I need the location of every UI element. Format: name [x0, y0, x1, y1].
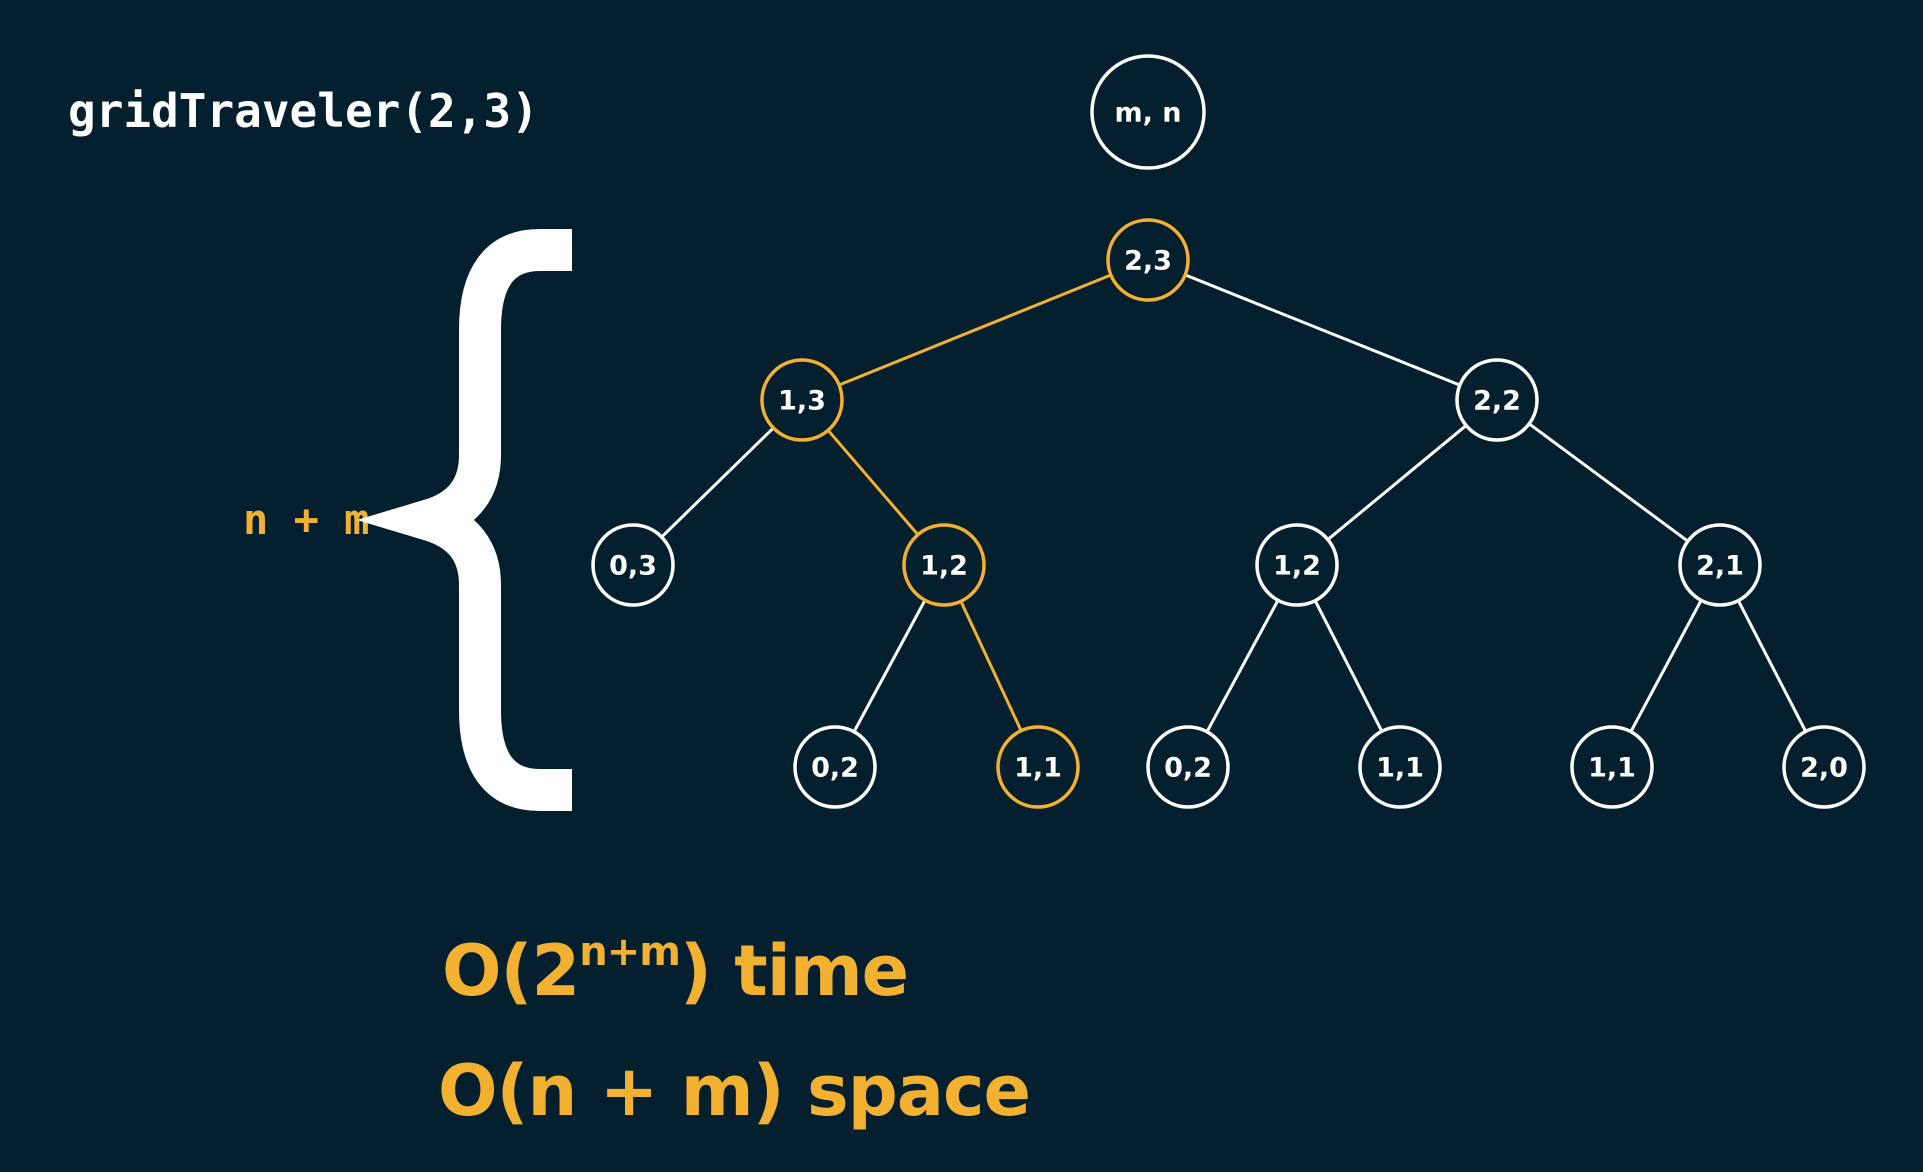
tree-edge [1313, 599, 1384, 733]
node-label: 1,2 [1273, 551, 1321, 582]
node-circle [1106, 218, 1190, 302]
node-label: 1,1 [1014, 753, 1062, 784]
tree-node-0-3: 0,3 [591, 523, 675, 607]
node-circle [1358, 725, 1442, 809]
node-circle [1146, 725, 1230, 809]
tree-node-1-1: 1,1 [1358, 725, 1442, 809]
tree-edge [1528, 422, 1689, 543]
node-label: 2,3 [1124, 246, 1172, 277]
function-call-title: gridTraveler(2,3) [68, 84, 539, 138]
node-circle [996, 725, 1080, 809]
node-circle [591, 523, 675, 607]
node-circle [760, 358, 844, 442]
time-complexity: O(2n+m) time [442, 929, 909, 1012]
node-label: 1,1 [1376, 753, 1424, 784]
node-circle [1570, 725, 1654, 809]
time-exponent: n+m [579, 929, 681, 975]
node-label: m, n [1114, 98, 1181, 129]
tree-edge [1205, 599, 1280, 733]
tree-edges [660, 273, 1808, 733]
tree-node-2-2: 2,2 [1455, 358, 1539, 442]
tree-edge [852, 599, 927, 733]
tree-edge [959, 600, 1023, 732]
node-label: 0,2 [811, 753, 859, 784]
tree-edge [1184, 273, 1461, 387]
tree-edge [1326, 424, 1468, 541]
tree-nodes: m, n 2,3 1,3 2,2 0,3 1,2 1,2 2,1 0,2 1,1 0,2 1,1 1,1… [591, 54, 1866, 809]
tree-node-0-2: 0,2 [793, 725, 877, 809]
node-label: 0,2 [1164, 753, 1212, 784]
time-prefix: O(2 [442, 930, 580, 1012]
node-circle [1255, 523, 1339, 607]
tree-edge [1629, 599, 1703, 733]
tree-node-1-2: 1,2 [902, 523, 986, 607]
legend-node-m-n: m, n [1090, 54, 1206, 170]
node-label: 1,3 [778, 386, 826, 417]
tree-node-2-0: 2,0 [1782, 725, 1866, 809]
time-suffix: ) time [679, 930, 909, 1012]
tree-node-1-2: 1,2 [1255, 523, 1339, 607]
node-circle [1090, 54, 1206, 170]
depth-brace [357, 229, 572, 811]
node-label: 2,2 [1473, 386, 1521, 417]
tree-node-1-1: 1,1 [996, 725, 1080, 809]
node-circle [1455, 358, 1539, 442]
tree-node-0-2: 0,2 [1146, 725, 1230, 809]
space-complexity: O(n + m) space [438, 1050, 1031, 1132]
tree-node-1-1: 1,1 [1570, 725, 1654, 809]
depth-label: n + m [243, 495, 370, 544]
tree-node-2-3: 2,3 [1106, 218, 1190, 302]
tree-node-1-3: 1,3 [760, 358, 844, 442]
tree-edge [660, 426, 775, 539]
node-circle [902, 523, 986, 607]
node-label: 1,1 [1588, 753, 1636, 784]
tree-edge [1736, 599, 1808, 733]
node-circle [1678, 523, 1762, 607]
node-label: 2,1 [1696, 551, 1744, 582]
node-circle [1782, 725, 1866, 809]
tree-node-2-1: 2,1 [1678, 523, 1762, 607]
node-circle [793, 725, 877, 809]
node-label: 2,0 [1800, 753, 1848, 784]
node-label: 0,3 [609, 551, 657, 582]
node-label: 1,2 [920, 551, 968, 582]
tree-edge [826, 429, 920, 536]
tree-edge [838, 273, 1112, 387]
